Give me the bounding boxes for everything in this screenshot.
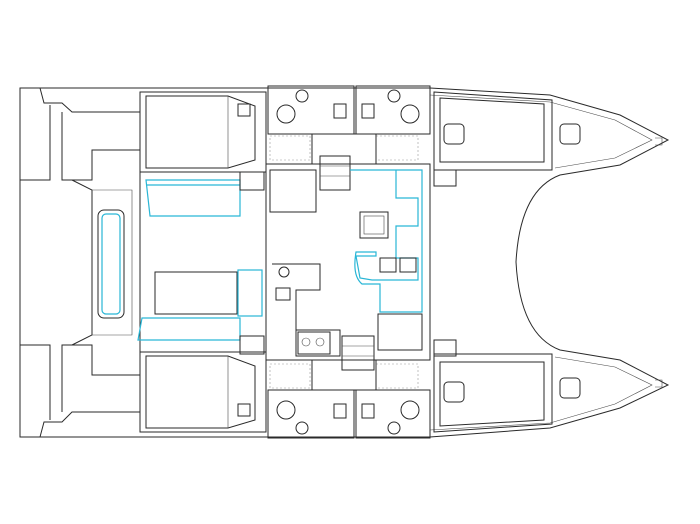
cockpit-seat-bottom — [137, 317, 241, 341]
stern-line — [92, 189, 133, 336]
toilet-top-left-icon — [276, 104, 296, 124]
galley-sink-2-icon — [275, 287, 291, 301]
bow-tip-top — [655, 137, 663, 146]
galley-counter — [272, 263, 341, 357]
hull-outline — [19, 87, 670, 438]
cockpit-table — [154, 271, 238, 315]
hatch-forward-top-b — [559, 123, 581, 145]
aft-cabin-top-hatch — [237, 103, 251, 117]
cockpit-seat-top — [145, 179, 241, 217]
hatch-forward-bottom-b — [559, 377, 581, 399]
shower-top-left — [269, 135, 311, 161]
head-bottom-right — [355, 389, 431, 439]
burner-1-icon — [301, 337, 311, 347]
forward-cabin-top — [433, 91, 553, 171]
shower-bottom-left — [269, 363, 311, 389]
toilet-bottom-right-icon — [400, 400, 420, 420]
saloon-outline — [265, 163, 431, 361]
head-bottom-left — [267, 389, 355, 439]
dinette-table — [359, 211, 389, 239]
aft-cabin-bottom-hatch — [237, 403, 251, 417]
sink-bottom-right-icon — [387, 421, 401, 435]
cabinet-bottom-b — [361, 403, 375, 419]
aft-bench — [97, 209, 125, 319]
corridor-top — [311, 133, 377, 165]
cabinet-bottom-a — [333, 403, 347, 419]
cupboard-b — [399, 257, 417, 273]
aft-berth-bottom — [145, 355, 256, 429]
transom-left — [20, 105, 51, 181]
step-forward-bottom — [433, 339, 457, 357]
sink-top-right-icon — [387, 89, 401, 103]
stove-icon — [297, 331, 331, 355]
cockpit-side-seat — [237, 269, 263, 317]
aft-cabin-top — [139, 91, 267, 173]
aft-bench-inner — [101, 213, 121, 315]
forward-berth-top — [439, 97, 545, 163]
sink-top-left-icon — [295, 89, 309, 103]
stern-area — [20, 87, 141, 438]
aft-cabin-bottom — [139, 351, 267, 433]
stairs-bottom — [341, 335, 375, 371]
step-top — [239, 171, 265, 191]
bow-tip-bottom — [655, 379, 663, 388]
inner-hull-line-top — [429, 94, 653, 169]
saloon — [265, 155, 431, 371]
head-top-right — [355, 85, 431, 135]
fridge — [377, 313, 423, 351]
step-bottom — [239, 335, 265, 355]
aft-cockpit-outline-bottom — [61, 344, 141, 412]
step-forward-top — [433, 169, 457, 187]
toilet-bottom-left-icon — [276, 400, 296, 420]
dinette-table-inner — [363, 215, 385, 235]
hatch-forward-top-a — [443, 123, 465, 145]
burner-2-icon — [315, 337, 325, 347]
forward-berth-bottom — [439, 361, 545, 427]
transom-left-2 — [20, 344, 51, 420]
cabinet-top-a — [333, 103, 347, 119]
cabinet-top-b — [361, 103, 375, 119]
galley-sink-icon — [278, 266, 290, 278]
stern-step-top — [39, 87, 140, 113]
aft-berth-top — [145, 95, 256, 169]
swim-platform-step — [71, 179, 93, 346]
heads — [267, 85, 431, 439]
cupboard-a — [379, 257, 397, 273]
inner-hull-line-bottom — [429, 356, 653, 431]
stairs-top — [319, 155, 351, 191]
sink-bottom-left-icon — [295, 421, 309, 435]
nav-station — [269, 169, 317, 213]
stern-step-bottom — [39, 411, 140, 438]
head-top-left — [267, 85, 355, 135]
dinette-seat — [350, 169, 423, 313]
cockpit-seating — [137, 179, 263, 341]
shower-bottom-right — [375, 363, 419, 389]
corridor-bottom — [311, 359, 377, 391]
toilet-top-right-icon — [400, 104, 420, 124]
aft-cockpit-outline — [61, 112, 141, 181]
forward-cabins — [433, 91, 581, 433]
aft-cabins — [139, 91, 267, 433]
outer-hull — [19, 87, 670, 438]
hatch-forward-bottom-a — [443, 381, 465, 403]
shower-top-right — [375, 135, 419, 161]
forward-cabin-bottom — [433, 353, 553, 433]
